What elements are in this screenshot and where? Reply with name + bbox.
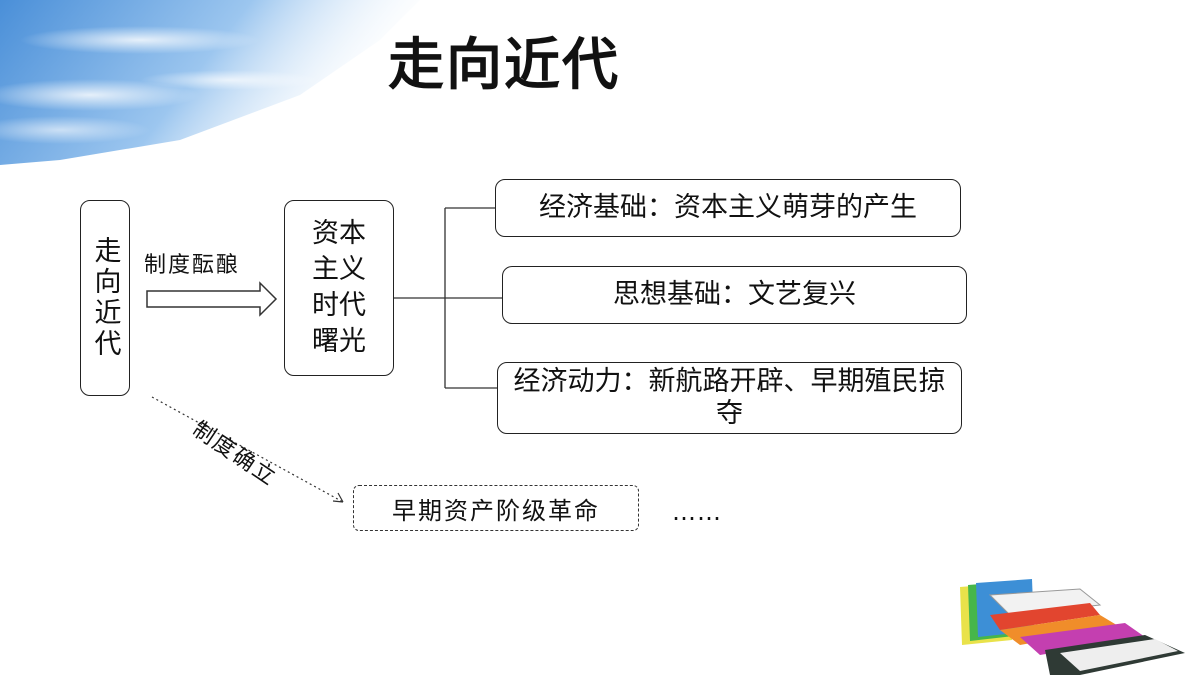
root-node-label: 走向近代 [89,236,121,360]
slide-title: 走向近代 [388,33,620,98]
root-node: 走向近代 [80,200,130,396]
ellipsis-text: …… [672,498,722,526]
branch-node-ideological-basis: 思想基础：文艺复兴 [502,266,967,324]
branch-label: 经济动力：新航路开辟、早期殖民掠夺 [513,366,946,429]
branch-node-economic-driver: 经济动力：新航路开辟、早期殖民掠夺 [497,362,962,434]
branch-label: 思想基础：文艺复兴 [613,279,856,310]
dotted-arrow-head [332,492,344,503]
dashed-node: 早期资产阶级革命 [353,485,639,531]
branch-node-economic-basis: 经济基础：资本主义萌芽的产生 [495,179,961,237]
sky-banner-image [0,0,420,165]
dashed-node-label: 早期资产阶级革命 [392,496,600,525]
dotted-arrow [151,396,344,503]
books-image [960,579,1185,675]
center-node: 资本主义时代曙光 [284,200,394,376]
hollow-arrow [146,281,278,317]
center-node-label: 资本主义时代曙光 [312,218,366,357]
branch-label: 经济基础：资本主义萌芽的产生 [539,192,917,223]
arrow-label: 制度酝酿 [144,253,241,278]
